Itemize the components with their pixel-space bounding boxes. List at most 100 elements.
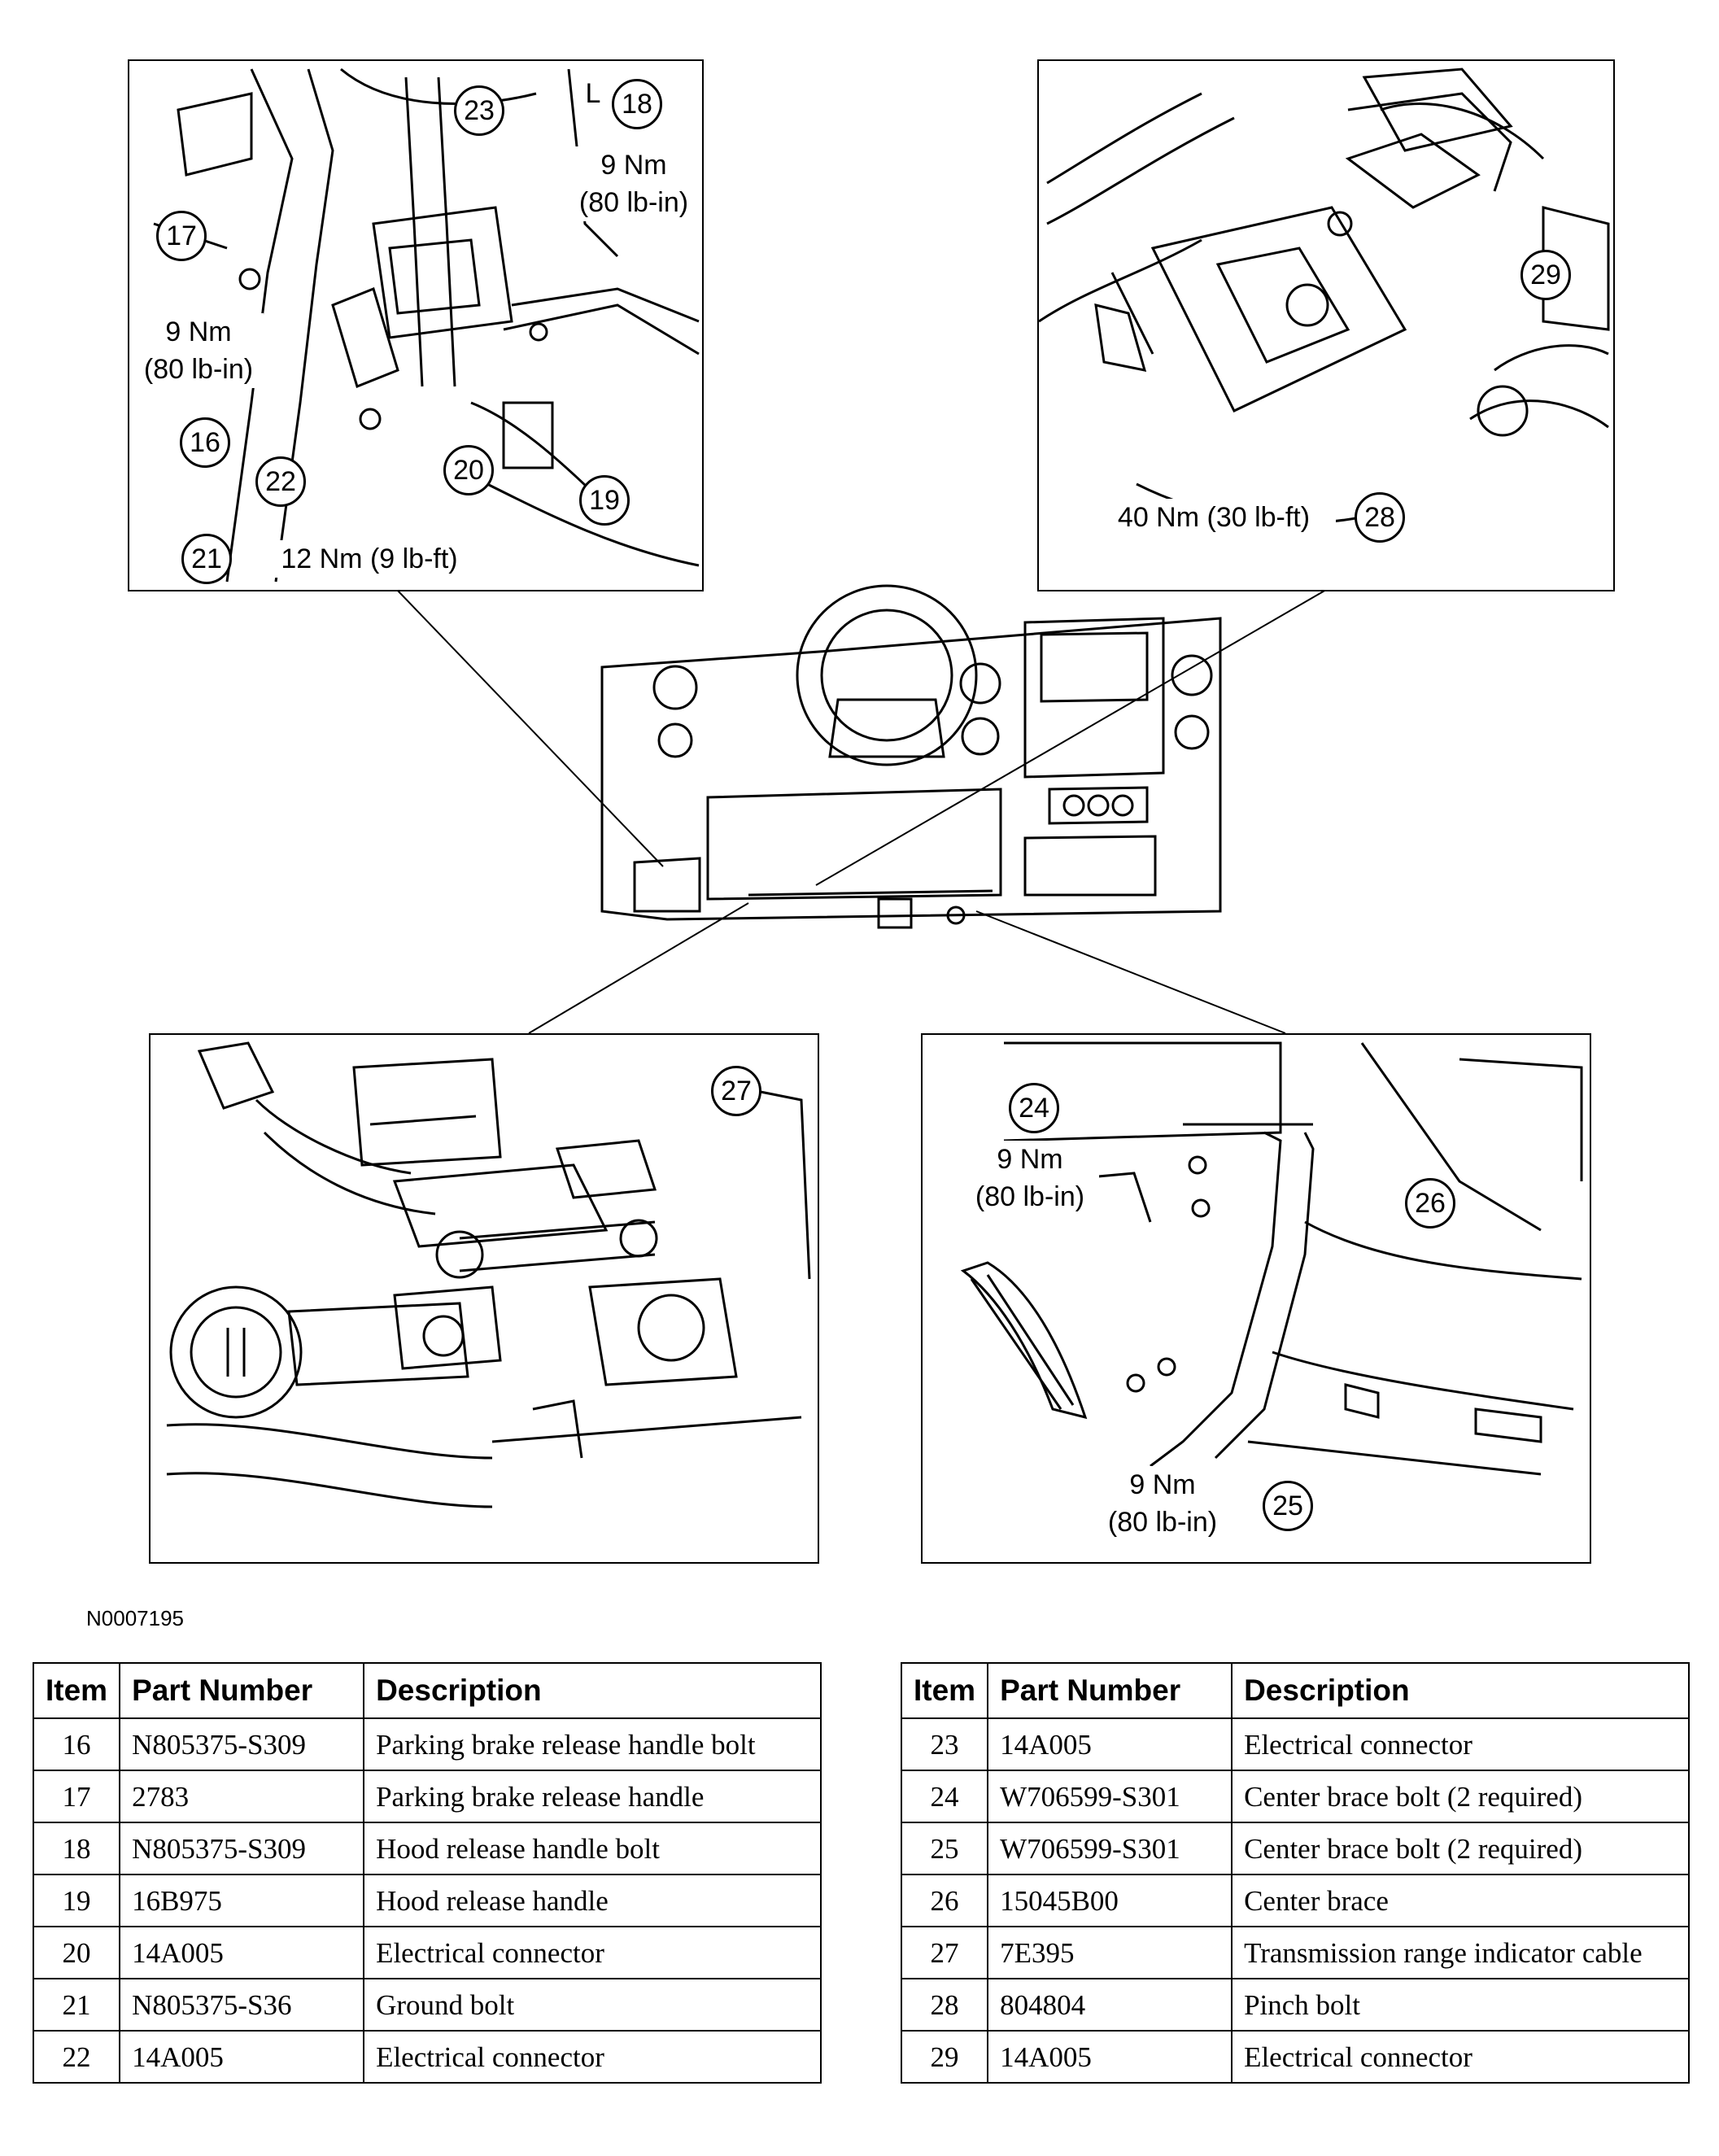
- table-row: 29 14A005 Electrical connector: [900, 2030, 1690, 2084]
- torque-nm: 9 Nm: [165, 316, 232, 347]
- callout-22: 22: [255, 456, 306, 507]
- cell-description: Center brace bolt (2 required): [1231, 1770, 1690, 1823]
- table-row: 18 N805375-S309 Hood release handle bolt: [32, 1822, 822, 1875]
- header-item: Item: [32, 1662, 121, 1719]
- cell-description: Ground bolt: [363, 1978, 822, 2032]
- panel-parking-brake-hood-release: 17 23 18 16 22 20 19 21 9 Nm (80 lb-in) …: [128, 59, 704, 591]
- cell-part-number: 7E395: [987, 1926, 1233, 1979]
- cell-description: Center brace: [1231, 1874, 1690, 1927]
- header-item: Item: [900, 1662, 989, 1719]
- table-body-right: 23 14A005 Electrical connector 24 W70659…: [900, 1717, 1690, 2084]
- header-part-number: Part Number: [987, 1662, 1233, 1719]
- cell-description: Electrical connector: [1231, 1717, 1690, 1771]
- cell-part-number: N805375-S309: [119, 1717, 365, 1771]
- cell-item: 19: [32, 1874, 121, 1927]
- torque-spec-28: 40 Nm (30 lb-ft): [1092, 499, 1336, 536]
- callout-18: 18: [612, 79, 662, 129]
- cell-item: 17: [32, 1770, 121, 1823]
- cell-description: Electrical connector: [363, 1926, 822, 1979]
- cell-description: Center brace bolt (2 required): [1231, 1822, 1690, 1875]
- cell-item: 16: [32, 1717, 121, 1771]
- cell-part-number: N805375-S309: [119, 1822, 365, 1875]
- cell-item: 24: [900, 1770, 989, 1823]
- table-row: 17 2783 Parking brake release handle: [32, 1770, 822, 1823]
- cell-part-number: 15045B00: [987, 1874, 1233, 1927]
- center-brace-illustration: [960, 1041, 1583, 1476]
- cell-description: Hood release handle bolt: [363, 1822, 822, 1875]
- callout-17: 17: [156, 211, 207, 261]
- table-row: 23 14A005 Electrical connector: [900, 1717, 1690, 1771]
- cell-description: Parking brake release handle: [363, 1770, 822, 1823]
- torque-imperial: (80 lb-in): [143, 354, 254, 385]
- instrument-panel-overview: [586, 570, 1237, 944]
- cell-item: 22: [32, 2030, 121, 2084]
- torque-spec-25: 9 Nm (80 lb-in): [1089, 1466, 1236, 1541]
- dashboard-illustration: [600, 584, 1222, 929]
- cell-item: 20: [32, 1926, 121, 1979]
- header-part-number: Part Number: [119, 1662, 365, 1719]
- table-body-left: 16 N805375-S309 Parking brake release ha…: [32, 1717, 822, 2084]
- orientation-marker: L: [581, 77, 605, 110]
- torque-spec-24: 9 Nm (80 lb-in): [961, 1141, 1099, 1215]
- callout-25: 25: [1263, 1481, 1313, 1531]
- torque-spec-16: 9 Nm (80 lb-in): [133, 313, 264, 388]
- cell-description: Transmission range indicator cable: [1231, 1926, 1690, 1979]
- cell-description: Electrical connector: [1231, 2030, 1690, 2084]
- table-row: 28 804804 Pinch bolt: [900, 1978, 1690, 2032]
- table-row: 27 7E395 Transmission range indicator ca…: [900, 1926, 1690, 1979]
- callout-19: 19: [579, 475, 630, 526]
- torque-imperial: (80 lb-in): [1107, 1507, 1218, 1538]
- table-row: 22 14A005 Electrical connector: [32, 2030, 822, 2084]
- cell-item: 26: [900, 1874, 989, 1927]
- callout-29: 29: [1520, 250, 1571, 300]
- cell-part-number: 2783: [119, 1770, 365, 1823]
- callout-27: 27: [711, 1066, 761, 1116]
- cell-item: 21: [32, 1978, 121, 2032]
- callout-26: 26: [1405, 1178, 1455, 1229]
- callout-21: 21: [181, 534, 232, 584]
- parts-table-right: Item Part Number Description 23 14A005 E…: [900, 1662, 1690, 2084]
- table-row: 21 N805375-S36 Ground bolt: [32, 1978, 822, 2032]
- table-row: 16 N805375-S309 Parking brake release ha…: [32, 1717, 822, 1771]
- panel-center-brace: 24 26 25 9 Nm (80 lb-in) 9 Nm (80 lb-in): [921, 1033, 1591, 1564]
- table-row: 19 16B975 Hood release handle: [32, 1874, 822, 1927]
- cell-part-number: W706599-S301: [987, 1770, 1233, 1823]
- cell-item: 18: [32, 1822, 121, 1875]
- cell-part-number: 16B975: [119, 1874, 365, 1927]
- torque-nm: 9 Nm: [600, 150, 667, 181]
- torque-nm: 9 Nm: [1129, 1469, 1196, 1500]
- table-row: 24 W706599-S301 Center brace bolt (2 req…: [900, 1770, 1690, 1823]
- cell-description: Electrical connector: [363, 2030, 822, 2084]
- torque-imperial: (80 lb-in): [578, 187, 689, 218]
- torque-imperial: (80 lb-in): [975, 1181, 1085, 1212]
- table-header-row: Item Part Number Description: [32, 1662, 822, 1719]
- torque-spec-21: 12 Nm (9 lb-ft): [260, 540, 479, 578]
- callout-24: 24: [1009, 1083, 1059, 1133]
- callout-20: 20: [443, 445, 494, 495]
- panel-transmission-range-indicator-cable: 27: [149, 1033, 819, 1564]
- cell-item: 25: [900, 1822, 989, 1875]
- callout-23: 23: [454, 85, 504, 136]
- cell-item: 28: [900, 1978, 989, 2032]
- torque-nm: 9 Nm: [997, 1144, 1063, 1175]
- table-row: 26 15045B00 Center brace: [900, 1874, 1690, 1927]
- parts-table-left: Item Part Number Description 16 N805375-…: [32, 1662, 822, 2084]
- cell-item: 27: [900, 1926, 989, 1979]
- table-row: 25 W706599-S301 Center brace bolt (2 req…: [900, 1822, 1690, 1875]
- callout-28: 28: [1355, 492, 1405, 543]
- panel-steering-column-pinch-bolt: 29 28 40 Nm (30 lb-ft): [1037, 59, 1615, 591]
- cell-part-number: N805375-S36: [119, 1978, 365, 2032]
- cell-item: 23: [900, 1717, 989, 1771]
- cell-part-number: W706599-S301: [987, 1822, 1233, 1875]
- header-description: Description: [363, 1662, 822, 1719]
- cell-description: Parking brake release handle bolt: [363, 1717, 822, 1771]
- table-row: 20 14A005 Electrical connector: [32, 1926, 822, 1979]
- parking-brake-hood-release-illustration: [153, 68, 700, 583]
- cell-description: Hood release handle: [363, 1874, 822, 1927]
- cell-description: Pinch bolt: [1231, 1978, 1690, 2032]
- cell-item: 29: [900, 2030, 989, 2084]
- cell-part-number: 14A005: [987, 2030, 1233, 2084]
- figure-id: N0007195: [86, 1606, 184, 1630]
- header-description: Description: [1231, 1662, 1690, 1719]
